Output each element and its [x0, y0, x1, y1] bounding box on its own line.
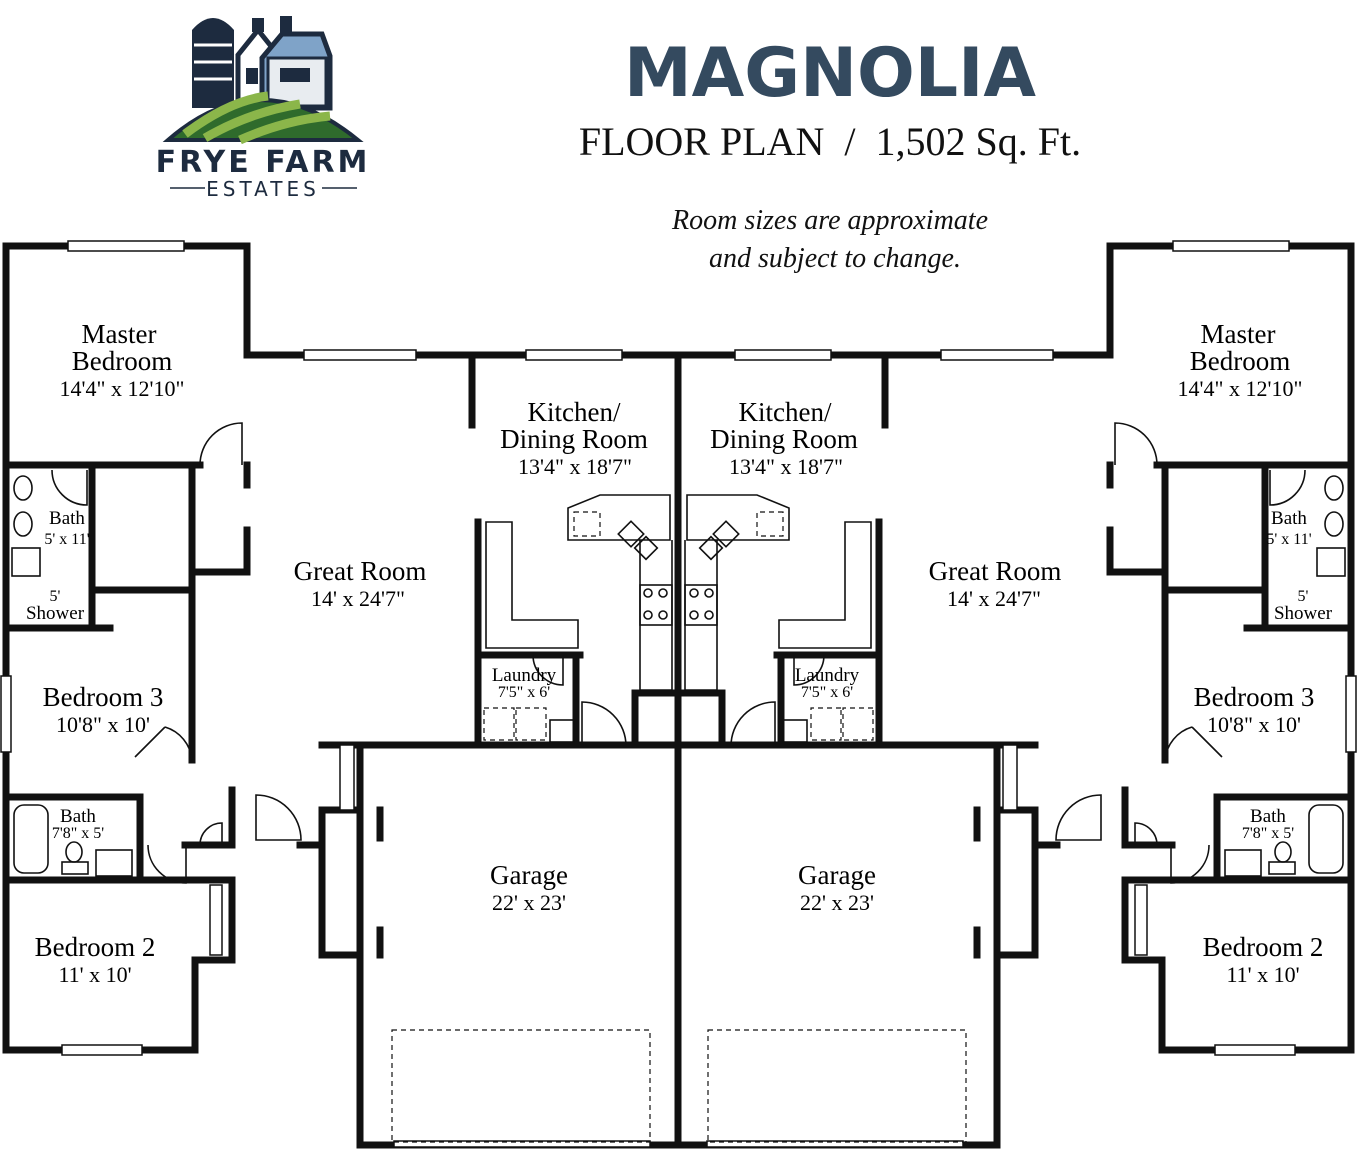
room-label: Laundry [795, 665, 860, 686]
toilet-tank-icon [61, 861, 89, 875]
room-label: Bedroom 2 [35, 932, 156, 962]
window [303, 349, 417, 361]
room-label: Bath [1250, 806, 1286, 827]
room-label: Great Room [294, 556, 427, 586]
room-dimension: 13'4" x 18'7" [729, 454, 843, 479]
utility-sink-icon [549, 719, 575, 743]
garage-door-track [707, 1029, 967, 1143]
room-dimension: 14' x 24'7" [311, 586, 405, 611]
dryer-icon [515, 707, 547, 741]
toilet-icon [11, 547, 41, 577]
room-dimension: 10'8" x 10' [1207, 712, 1301, 737]
door-swing [199, 422, 243, 466]
toilet-icon [13, 475, 33, 501]
kitchen-island [567, 494, 671, 541]
farm-field-icon [162, 91, 364, 145]
room-label: Shower [1274, 603, 1333, 624]
plan-subtitle: FLOOR PLAN / 1,502 Sq. Ft. [579, 119, 1081, 164]
room-label: Laundry [492, 665, 557, 686]
garage-door [393, 1140, 651, 1148]
room-label: Bedroom [1190, 346, 1291, 376]
room-dimension: 5' x 11' [44, 531, 89, 548]
room-dimension: 7'5" x 6' [801, 684, 853, 701]
logo-name: FRYE FARM [156, 145, 371, 180]
cooktop-icon [639, 584, 673, 626]
logo-subname: ESTATES [206, 177, 320, 201]
room-dimension: 11' x 10' [1226, 962, 1299, 987]
kitchen-counter [485, 521, 579, 649]
room-dimension: 10'8" x 10' [56, 712, 150, 737]
unit-left [0, 240, 682, 1149]
room-dimension: 7'5" x 6' [498, 684, 550, 701]
room-dimension: 14'4" x 12'10" [60, 376, 185, 401]
room-label: Kitchen/ [739, 397, 832, 427]
room-label: 5' [50, 588, 61, 605]
entry-door-swing [255, 794, 302, 841]
door-swing [581, 701, 627, 747]
labels-left: Master Bedroom 14'4" x 12'10" Bath 5' x … [26, 319, 648, 987]
room-label: Kitchen/ [528, 397, 621, 427]
toilet-icon [65, 841, 83, 863]
room-label: Bedroom 3 [1194, 682, 1315, 712]
sink-icon [617, 520, 645, 548]
room-label: Bedroom [72, 346, 173, 376]
disclaimer-line-1: Room sizes are approximate [671, 205, 988, 236]
room-label: Garage [490, 860, 568, 890]
room-dimension: 13'4" x 18'7" [518, 454, 632, 479]
room-dimension: 7'8" x 5' [1242, 825, 1294, 842]
room-dimension: 11' x 10' [58, 962, 131, 987]
door-swing [134, 726, 193, 761]
room-label: 5' [1298, 588, 1309, 605]
appliance-icon [573, 511, 601, 537]
door-swing [51, 469, 88, 506]
unit-right [675, 240, 1357, 1149]
window [339, 744, 355, 811]
room-label: Master [1201, 319, 1276, 349]
room-label: Bedroom 2 [1203, 932, 1324, 962]
room-label: Bedroom 3 [43, 682, 164, 712]
door-swing [147, 844, 187, 884]
disclaimer-line-2: and subject to change. [709, 243, 961, 274]
room-dimension: 22' x 23' [492, 890, 566, 915]
washer-icon [483, 707, 515, 741]
window [0, 675, 12, 753]
frye-farm-logo: FRYE FARM ESTATES [156, 16, 371, 201]
door-swing [199, 822, 223, 846]
room-dimension: 5' x 11' [1266, 531, 1311, 548]
room-label: Bath [49, 508, 85, 529]
sink-icon [13, 511, 33, 537]
garage-door-track [391, 1029, 651, 1143]
room-dimension: 14' x 24'7" [947, 586, 1041, 611]
room-dimension: 14'4" x 12'10" [1178, 376, 1303, 401]
room-label: Dining Room [500, 424, 648, 454]
room-label: Master [82, 319, 157, 349]
room-dimension: 7'8" x 5' [52, 825, 104, 842]
room-label: Garage [798, 860, 876, 890]
barn-silo-icon [192, 16, 333, 111]
room-label: Great Room [929, 556, 1062, 586]
closet-door [209, 884, 223, 956]
sink-icon [95, 849, 133, 877]
bathtub-icon [13, 804, 49, 874]
room-label: Bath [1271, 508, 1307, 529]
door-swing [532, 654, 564, 686]
room-dimension: 22' x 23' [800, 890, 874, 915]
labels-right: Master Bedroom 14'4" x 12'10" Bath 5' x … [710, 319, 1333, 987]
plan-title: MAGNOLIA [624, 34, 1036, 113]
room-label: Dining Room [710, 424, 858, 454]
window [67, 240, 185, 252]
room-label: Bath [60, 806, 96, 827]
window [61, 1044, 143, 1056]
room-label: Shower [26, 603, 85, 624]
window [525, 349, 623, 361]
